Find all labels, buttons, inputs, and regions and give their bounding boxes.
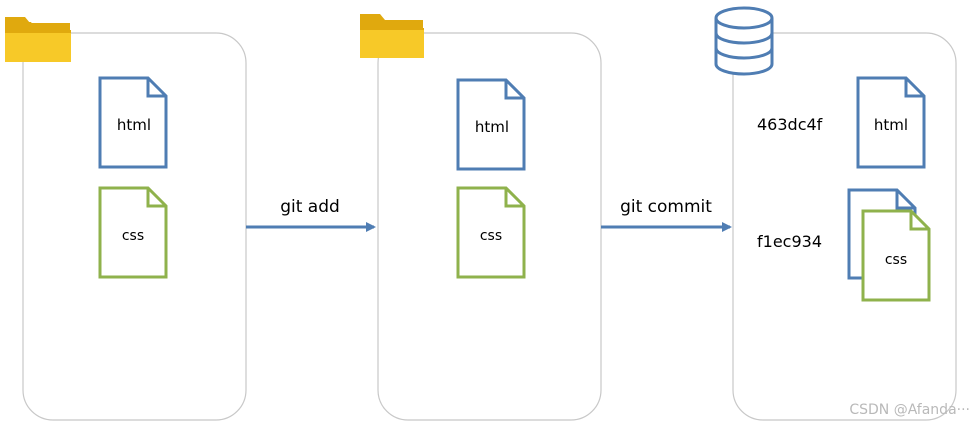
arrow-git-add: git add <box>246 197 376 232</box>
file-label: html <box>475 118 509 136</box>
file-css: css <box>456 186 526 279</box>
arrow-label: git add <box>280 197 340 217</box>
arrow-git-commit: git commit <box>601 197 732 232</box>
file-css: css <box>861 209 931 302</box>
folder-icon <box>360 14 424 58</box>
database-icon <box>714 6 774 76</box>
file-css: css <box>98 186 168 279</box>
arrow-label: git commit <box>620 197 712 217</box>
commit-hash: 463dc4f <box>757 115 823 134</box>
folder-icon <box>5 17 71 62</box>
file-html: html <box>856 76 926 169</box>
file-label: html <box>874 116 908 134</box>
file-label: css <box>480 228 502 244</box>
file-stack: css <box>847 188 931 302</box>
file-label: css <box>885 252 907 268</box>
file-label: css <box>122 228 144 244</box>
file-html: html <box>98 76 168 169</box>
file-html: html <box>456 78 526 171</box>
watermark: CSDN @Afanda··· <box>849 402 970 418</box>
commit-hash: f1ec934 <box>757 232 822 251</box>
file-label: html <box>117 116 151 134</box>
